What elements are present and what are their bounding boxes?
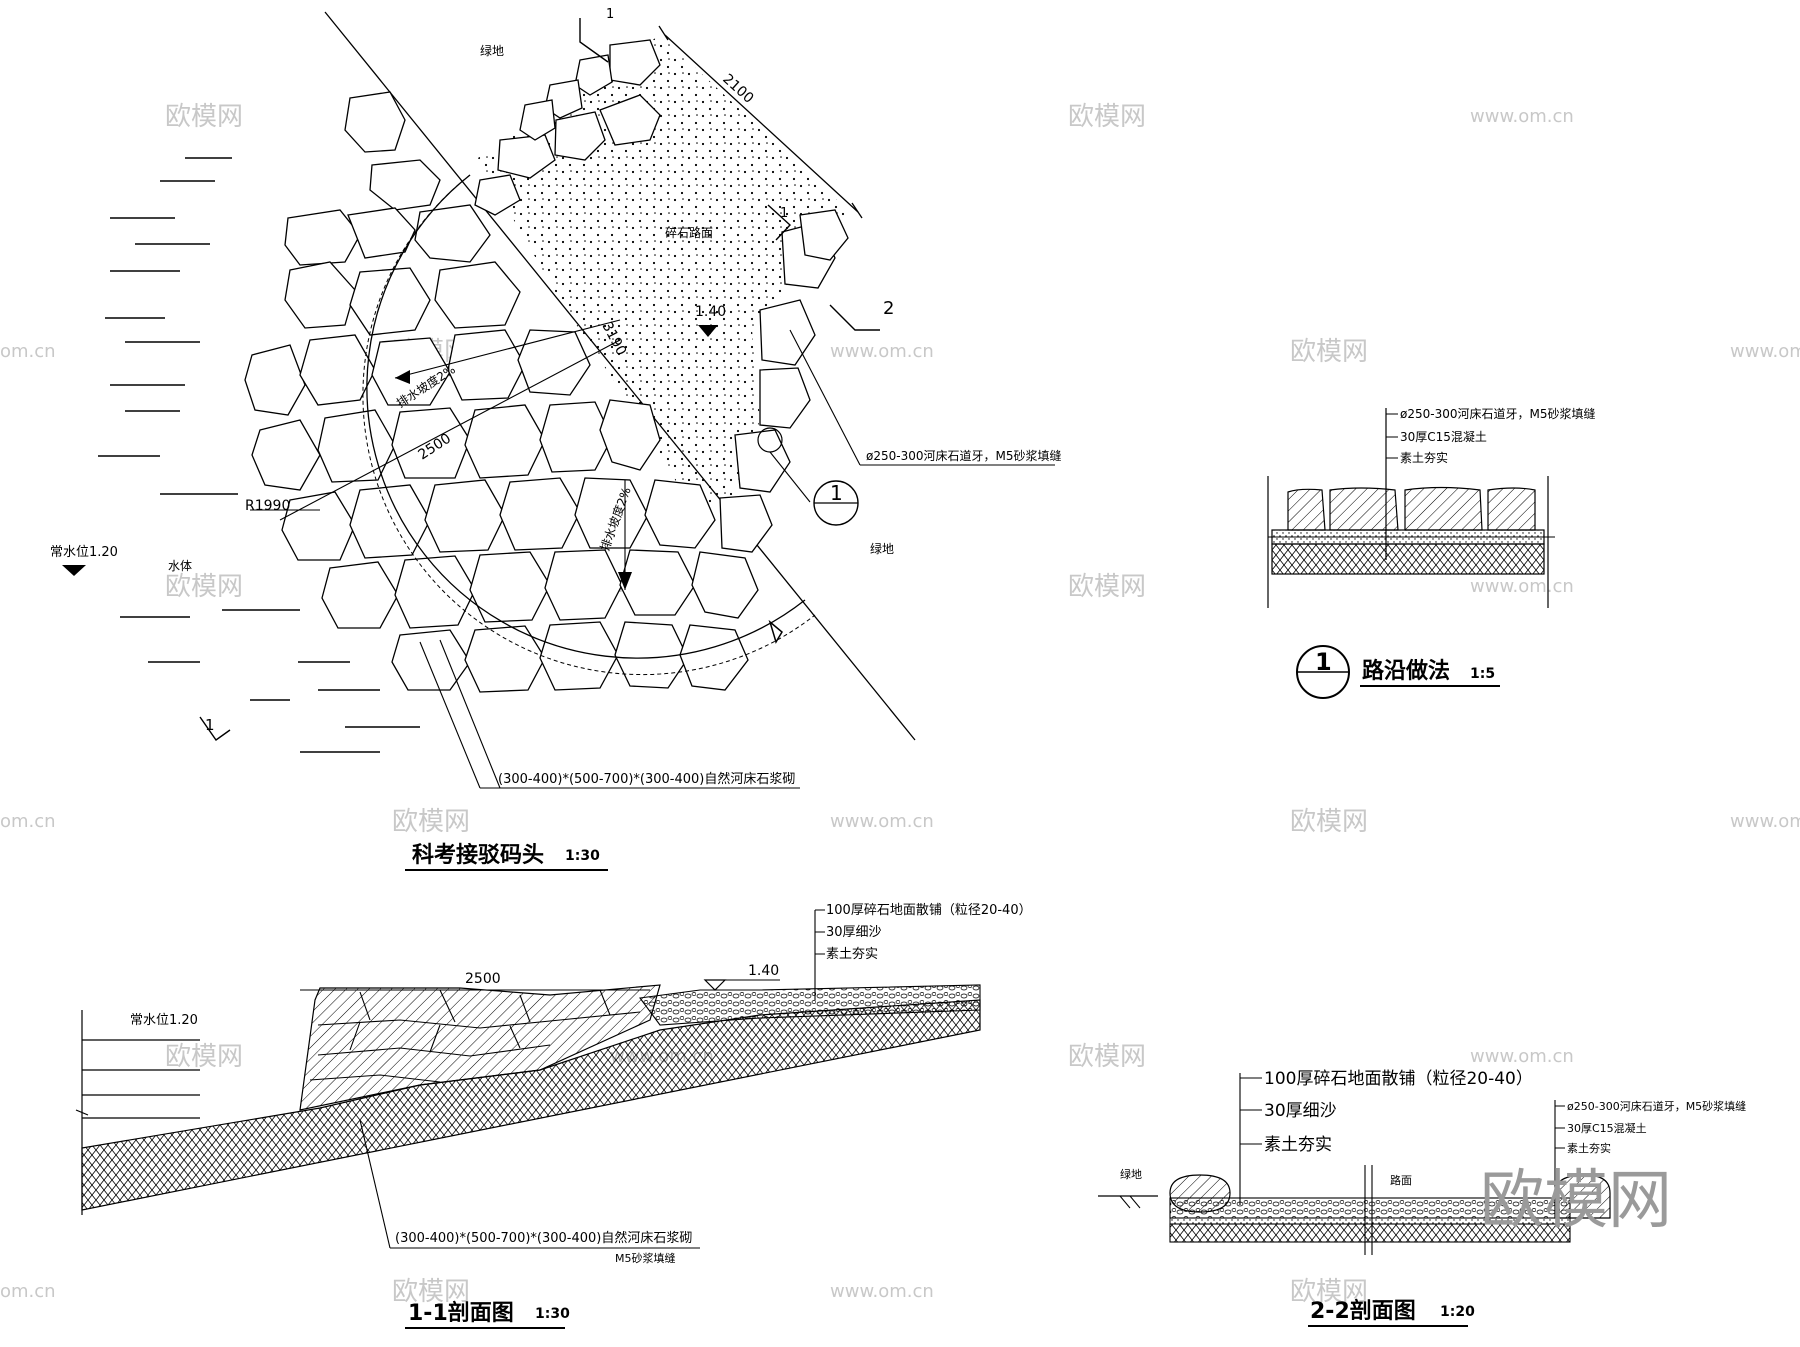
- section22-green: 绿地: [1120, 1167, 1142, 1181]
- curb-layer-1: ø250-300河床石道牙，M5砂浆填缝: [1400, 406, 1595, 421]
- curb-stone: [1404, 486, 1483, 531]
- watermark-large: 欧模网: [1480, 1164, 1672, 1238]
- curb-stone: [1329, 487, 1399, 531]
- section22-curb-right: [1554, 1174, 1611, 1219]
- watermark-url: om.cn: [0, 811, 56, 832]
- watermark-url: www.om.cn: [830, 811, 934, 832]
- section11-elevation: 1.40: [748, 963, 779, 979]
- detail-scale: 1:5: [1470, 666, 1495, 682]
- compacted-soil: [1271, 543, 1545, 575]
- curb-stone: [1487, 487, 1536, 531]
- plan-scale: 1:30: [565, 848, 600, 864]
- watermark-brand: 欧模网: [1290, 807, 1368, 837]
- green-top-label: 绿地: [480, 43, 504, 58]
- section-2-2: 绿地 路面 100厚碎石地面散铺（粒径20-40） 30厚细沙 素土夯实 ø25…: [1098, 1069, 1746, 1327]
- water-lines-section: [82, 1039, 200, 1119]
- section11-title: 1-1剖面图: [408, 1300, 514, 1326]
- watermark-url: www.om.cn: [1470, 1046, 1574, 1067]
- water-lines: [98, 157, 420, 753]
- section11-stone-callout: (300-400)*(500-700)*(300-400)自然河床石浆砌: [395, 1230, 692, 1246]
- section-marker-2: [829, 304, 880, 331]
- water-level-label: 常水位1.20: [50, 545, 118, 560]
- curb-stone: [1287, 488, 1326, 531]
- section11-scale: 1:30: [535, 1306, 570, 1322]
- curb-layer-2: 30厚C15混凝土: [1400, 429, 1487, 444]
- detail-title: 路沿做法: [1362, 658, 1450, 684]
- watermark-url: www.om.cn: [830, 341, 934, 362]
- curb-detail: ø250-300河床石道牙，M5砂浆填缝 30厚C15混凝土 素土夯实 1 路沿…: [1267, 406, 1595, 699]
- watermark-url: www.om.cn: [1470, 106, 1574, 127]
- section11-elevation-marker: [703, 979, 727, 991]
- section-marker-1: [199, 18, 791, 741]
- plan-title: 科考接驳码头: [412, 843, 544, 868]
- elevation-gravel: 1.40: [695, 304, 726, 320]
- ground-soil: [81, 999, 981, 1211]
- watermark-url: om.cn: [0, 1281, 56, 1302]
- dimension-line: [664, 34, 859, 213]
- curb-layer-3: 素土夯实: [1400, 450, 1448, 465]
- watermark-brand: 欧模网: [392, 807, 470, 837]
- watermark-brand: 欧模网: [1068, 1042, 1146, 1072]
- stone-leader: [439, 639, 501, 789]
- section22-curb-2: 30厚C15混凝土: [1567, 1121, 1647, 1135]
- watermark-brand: 欧模网: [1068, 572, 1146, 602]
- stone-callout: (300-400)*(500-700)*(300-400)自然河床石浆砌: [498, 771, 795, 787]
- detail-ref-number: 1: [830, 481, 843, 505]
- detail-number: 1: [1315, 648, 1332, 676]
- section-1-label-mid: 1: [780, 206, 788, 221]
- watermarks: 欧模网 欧模网 www.om.cn 欧模网 欧模网 om.cn www.om.c…: [0, 102, 1800, 1307]
- section22-title: 2-2剖面图: [1310, 1298, 1416, 1324]
- section11-layer-2: 30厚细沙: [826, 925, 882, 940]
- section-1-1: 常水位1.20 2500 1.40 100厚碎石地面散铺（粒径20-40） 30…: [75, 903, 1032, 1329]
- section11-stone-leader: [359, 1119, 391, 1249]
- section22-layer-1: 100厚碎石地面散铺（粒径20-40）: [1264, 1069, 1533, 1089]
- elevation-marker: [698, 325, 718, 337]
- section-1-label: 1: [205, 716, 215, 734]
- curb-leader: [789, 329, 861, 466]
- dock-arc: [366, 174, 806, 659]
- section22-layer-3: 素土夯实: [1264, 1135, 1332, 1155]
- watermark-url: www.om.cn: [1730, 341, 1800, 362]
- watermark-url: www.om.cn: [1730, 811, 1800, 832]
- watermark-brand: 欧模网: [392, 1277, 470, 1307]
- section22-scale: 1:20: [1440, 1304, 1475, 1320]
- stone-joints: [309, 989, 641, 1083]
- watermark-brand: 欧模网: [165, 1042, 243, 1072]
- section22-road: 路面: [1390, 1174, 1412, 1187]
- section-1-label-top: 1: [606, 7, 614, 22]
- plan-view: 1 ø250-300河床石道牙，M5砂浆填缝 (300-400)*(500-70…: [50, 7, 1061, 871]
- section11-layer-1: 100厚碎石地面散铺（粒径20-40）: [826, 903, 1032, 918]
- radius-line: [279, 339, 621, 521]
- watermark-brand: 欧模网: [165, 572, 243, 602]
- watermark-url: www.om.cn: [830, 1281, 934, 1302]
- stone-paving: [244, 39, 849, 693]
- watermark-brand: 欧模网: [1290, 337, 1368, 367]
- gravel-label: 碎石路面: [665, 225, 713, 240]
- watermark-brand: 欧模网: [165, 102, 243, 132]
- section22-soil: [1169, 1223, 1571, 1243]
- section11-mortar: M5砂浆填缝: [615, 1251, 676, 1265]
- section-2-label: 2: [883, 298, 894, 319]
- watermark-brand: 欧模网: [1290, 1277, 1368, 1307]
- green-right-label: 绿地: [870, 541, 894, 556]
- radius-label: R1990: [245, 498, 290, 514]
- curb-callout: ø250-300河床石道牙，M5砂浆填缝: [866, 448, 1061, 463]
- water-body-label: 水体: [168, 559, 192, 573]
- watermark-url: om.cn: [0, 341, 56, 362]
- water-level-marker: [62, 565, 86, 576]
- watermark-brand: 欧模网: [1068, 102, 1146, 132]
- section11-layer-3: 素土夯实: [826, 947, 878, 962]
- watermark-url: www.om.cn: [1470, 576, 1574, 597]
- gravel-layer: [639, 984, 981, 1026]
- section11-water-level: 常水位1.20: [130, 1013, 198, 1028]
- section22-curb-3: 素土夯实: [1567, 1141, 1611, 1155]
- slope-arrow: [394, 319, 621, 379]
- section11-dim: 2500: [465, 971, 501, 987]
- section22-layer-2: 30厚细沙: [1264, 1101, 1337, 1121]
- north-arrow: [768, 619, 783, 644]
- boundary-line: [324, 11, 916, 741]
- section22-curb-1: ø250-300河床石道牙，M5砂浆填缝: [1567, 1099, 1746, 1113]
